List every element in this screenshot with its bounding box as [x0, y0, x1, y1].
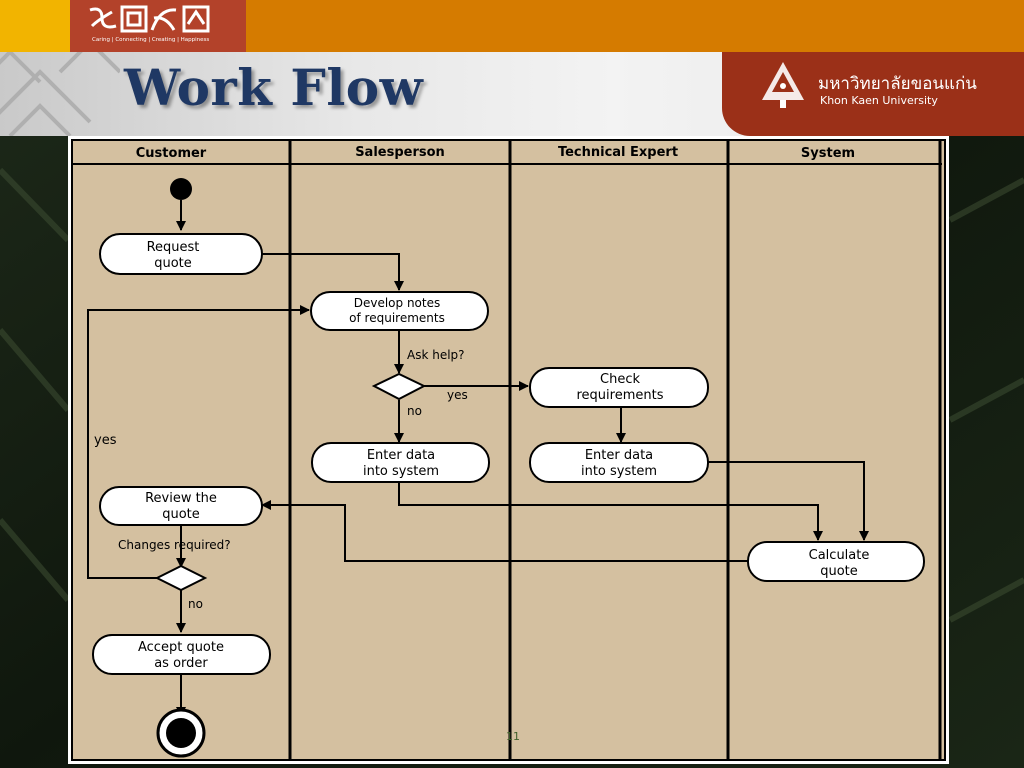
label-no-salesperson: no — [407, 404, 422, 418]
edge-calculate-to-review — [261, 500, 748, 562]
page-number: 11 — [506, 730, 520, 743]
node-accept-quote-line1: Accept quote — [138, 640, 224, 655]
edge-tech-enter-to-calculate — [708, 461, 869, 541]
brand-logo: Caring | Connecting | Creating | Happine… — [70, 0, 246, 52]
node-enter-data-salesperson-line2: into system — [363, 464, 439, 479]
node-request-quote-line1: Request — [147, 240, 200, 255]
node-calculate-quote-line2: quote — [820, 564, 858, 579]
node-calculate-quote-line1: Calculate — [809, 548, 870, 563]
decision-ask-help — [371, 372, 427, 401]
logo-mark — [89, 5, 210, 33]
lane-header-customer: Customer — [136, 146, 207, 161]
label-ask-help: Ask help? — [407, 348, 465, 362]
node-enter-data-technical-line1: Enter data — [585, 448, 653, 463]
label-no-accept: no — [188, 597, 203, 611]
lane-header-salesperson: Salesperson — [355, 145, 445, 160]
label-yes-loop: yes — [94, 433, 117, 448]
workflow-diagram-frame: Customer Salesperson Technical Expert Sy… — [68, 136, 949, 764]
node-develop-notes-line1: Develop notes — [354, 296, 441, 310]
node-check-requirements-line1: Check — [600, 372, 640, 387]
start-node — [170, 178, 192, 200]
university-badge: มหาวิทยาลัยขอนแก่น Khon Kaen University — [722, 52, 1024, 136]
node-develop-notes-line2: of requirements — [349, 311, 445, 325]
lane-header-system: System — [801, 146, 855, 161]
node-review-quote-line2: quote — [162, 507, 200, 522]
edge-request-to-develop — [262, 253, 404, 291]
node-review-quote-line1: Review the — [145, 491, 217, 506]
node-request-quote-line2: quote — [154, 256, 192, 271]
activity-diagram: Customer Salesperson Technical Expert Sy… — [71, 139, 946, 761]
node-check-requirements-line2: requirements — [577, 388, 664, 403]
university-emblem-icon — [762, 62, 804, 108]
label-changes-required: Changes required? — [118, 538, 231, 552]
decorative-pattern — [0, 52, 120, 136]
logo-tagline: Caring | Connecting | Creating | Happine… — [92, 37, 210, 43]
top-bar-accent — [0, 0, 70, 52]
lane-header-technical-expert: Technical Expert — [558, 145, 678, 160]
end-node-inner — [166, 718, 196, 748]
decision-changes-required — [154, 564, 208, 592]
edge-sales-enter-to-calculate — [398, 482, 823, 541]
edge-changes-yes-loop — [87, 305, 310, 579]
university-name-thai: มหาวิทยาลัยขอนแก่น — [818, 74, 977, 94]
slide-title: Work Flow — [124, 58, 424, 117]
university-name-english: Khon Kaen University — [820, 94, 938, 107]
node-enter-data-technical-line2: into system — [581, 464, 657, 479]
node-accept-quote-line2: as order — [154, 656, 208, 671]
node-enter-data-salesperson-line1: Enter data — [367, 448, 435, 463]
label-yes-technical: yes — [447, 388, 468, 402]
